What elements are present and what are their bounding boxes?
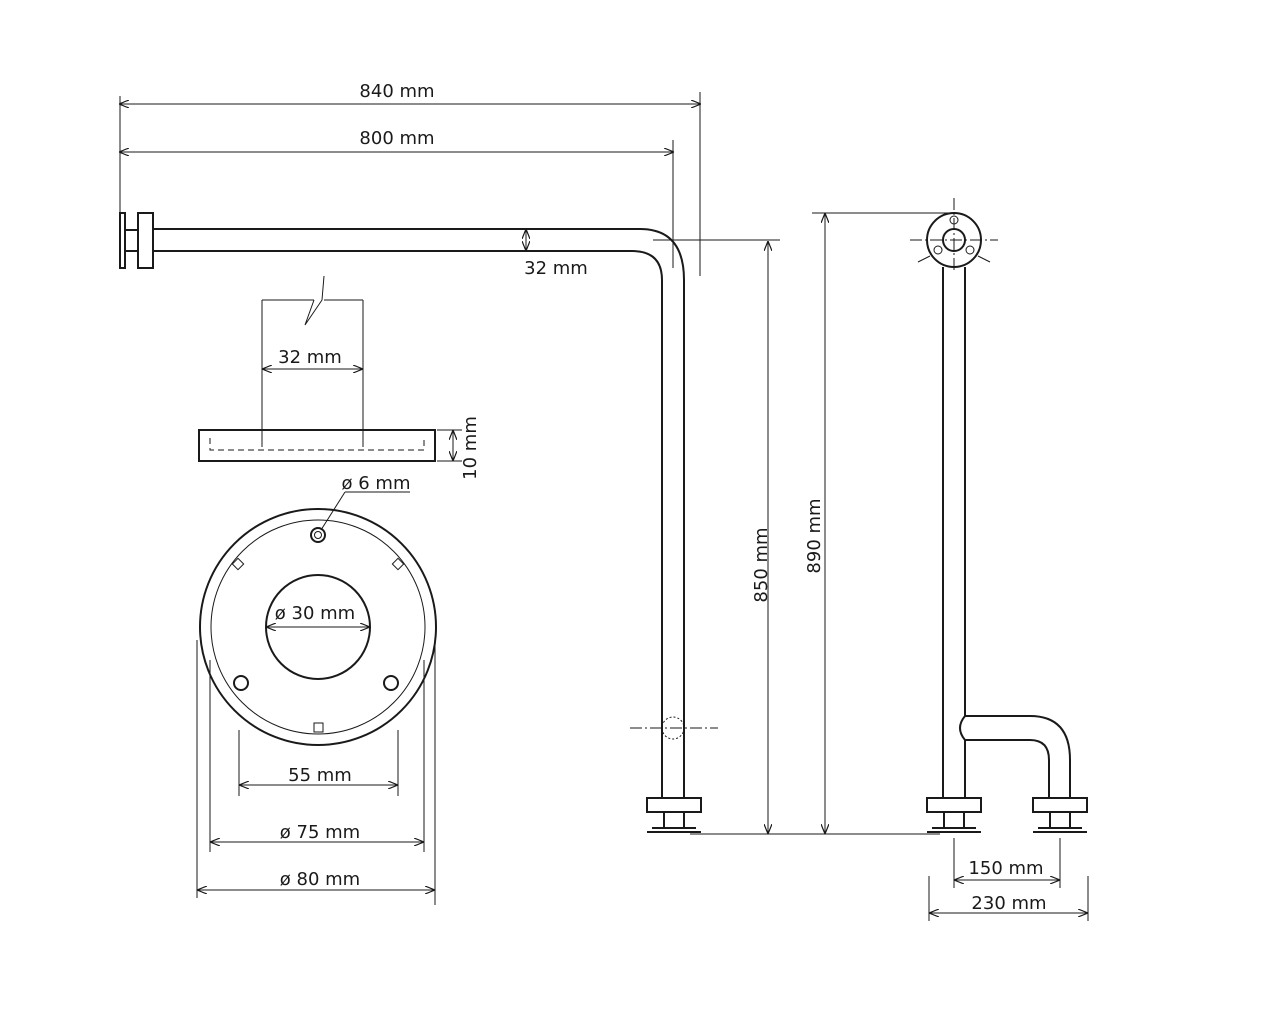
dim-850-label: 850 mm: [751, 527, 772, 602]
screw-hole-top: [310, 527, 326, 543]
wall-flange: [137, 212, 154, 269]
flange-side-detail: 32 mm 10 mm: [198, 275, 481, 480]
dim-890: 890 mm: [804, 212, 955, 833]
floor-flange-base: [663, 811, 685, 829]
dim-6-label: ø 6 mm: [342, 473, 411, 494]
side-foot-2: [1032, 797, 1088, 813]
dim-32-tube-height: 32 mm: [524, 230, 780, 279]
dim-840: 840 mm: [120, 81, 700, 276]
dim-150-label: 150 mm: [968, 858, 1043, 879]
dim-800-label: 800 mm: [359, 128, 434, 149]
side-foot-1: [926, 797, 982, 813]
dim-890-label: 890 mm: [804, 498, 825, 573]
flange-inner-circle: [210, 519, 426, 735]
dim-230: 230 mm: [928, 876, 1089, 921]
dim-800: 800 mm: [120, 128, 673, 268]
side-branch-tube: [965, 715, 1071, 798]
floor-flange-top: [646, 797, 702, 813]
dim-10-label: 10 mm: [460, 416, 481, 480]
flange-outer-circle: [199, 508, 437, 746]
dim-32-tube-width-label: 32 mm: [278, 347, 342, 368]
dim-55-label: 55 mm: [288, 765, 352, 786]
dim-840-label: 840 mm: [359, 81, 434, 102]
screw-hole-right: [383, 675, 399, 691]
flange-front-detail: ø 6 mm ø 30 mm 55 mm ø 75 mm ø 80 mm: [196, 473, 437, 905]
dim-75-label: ø 75 mm: [280, 822, 360, 843]
dim-230-label: 230 mm: [971, 893, 1046, 914]
flange-plate-side: [198, 429, 436, 462]
tube-outer: [153, 228, 685, 798]
wall-flange-plate: [119, 212, 126, 269]
side-view: [910, 198, 1088, 833]
screw-hole-left: [233, 675, 249, 691]
dim-80-label: ø 80 mm: [280, 869, 360, 890]
dim-850: 850 mm: [690, 242, 940, 835]
tube-inner: [153, 250, 663, 798]
dim-150: 150 mm: [953, 838, 1061, 888]
dim-32-tube-label: 32 mm: [524, 258, 588, 279]
dim-30-label: ø 30 mm: [275, 603, 355, 624]
